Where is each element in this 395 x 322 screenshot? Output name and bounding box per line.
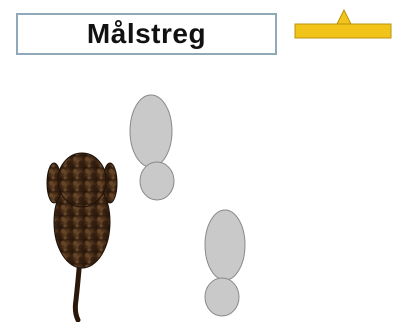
finish-line-marker-icon [295,10,391,38]
footprint-icon [205,210,245,316]
footprint-icon [130,95,174,200]
dog-top-view-icon [47,153,117,320]
